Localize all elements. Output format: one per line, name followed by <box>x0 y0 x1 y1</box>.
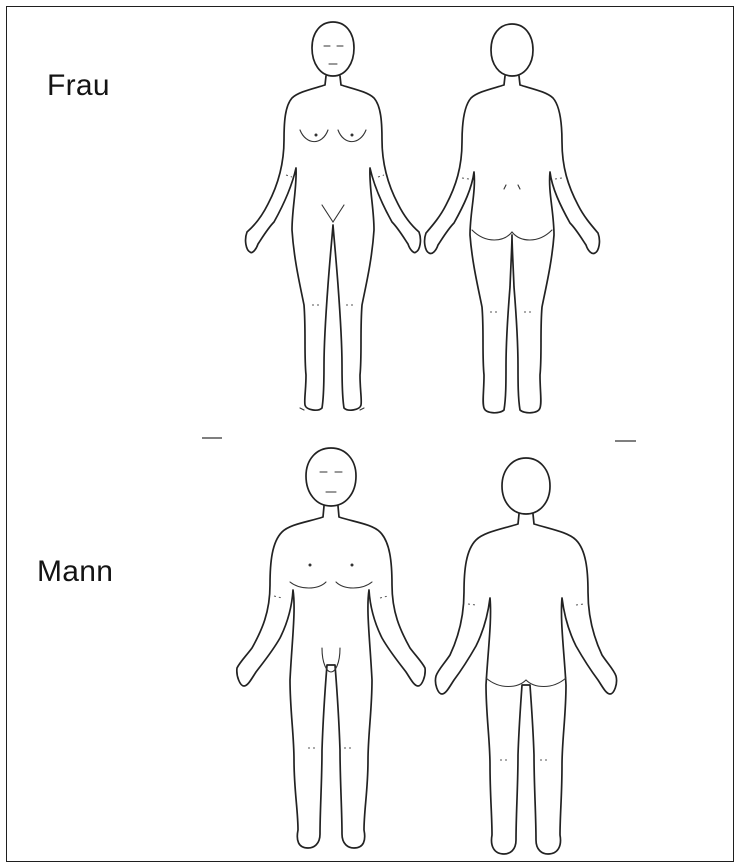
female-front-figure <box>246 22 421 410</box>
female-back-figure <box>425 24 600 413</box>
male-back-head <box>502 458 550 514</box>
male-front-body <box>237 506 425 848</box>
male-front-figure <box>237 448 425 848</box>
female-front-body <box>246 76 421 410</box>
male-back-body <box>435 514 616 854</box>
female-front-head <box>312 22 354 76</box>
female-back-body <box>425 76 600 413</box>
male-back-figure <box>435 458 616 854</box>
female-back-head <box>491 24 533 76</box>
male-front-head <box>306 448 356 506</box>
